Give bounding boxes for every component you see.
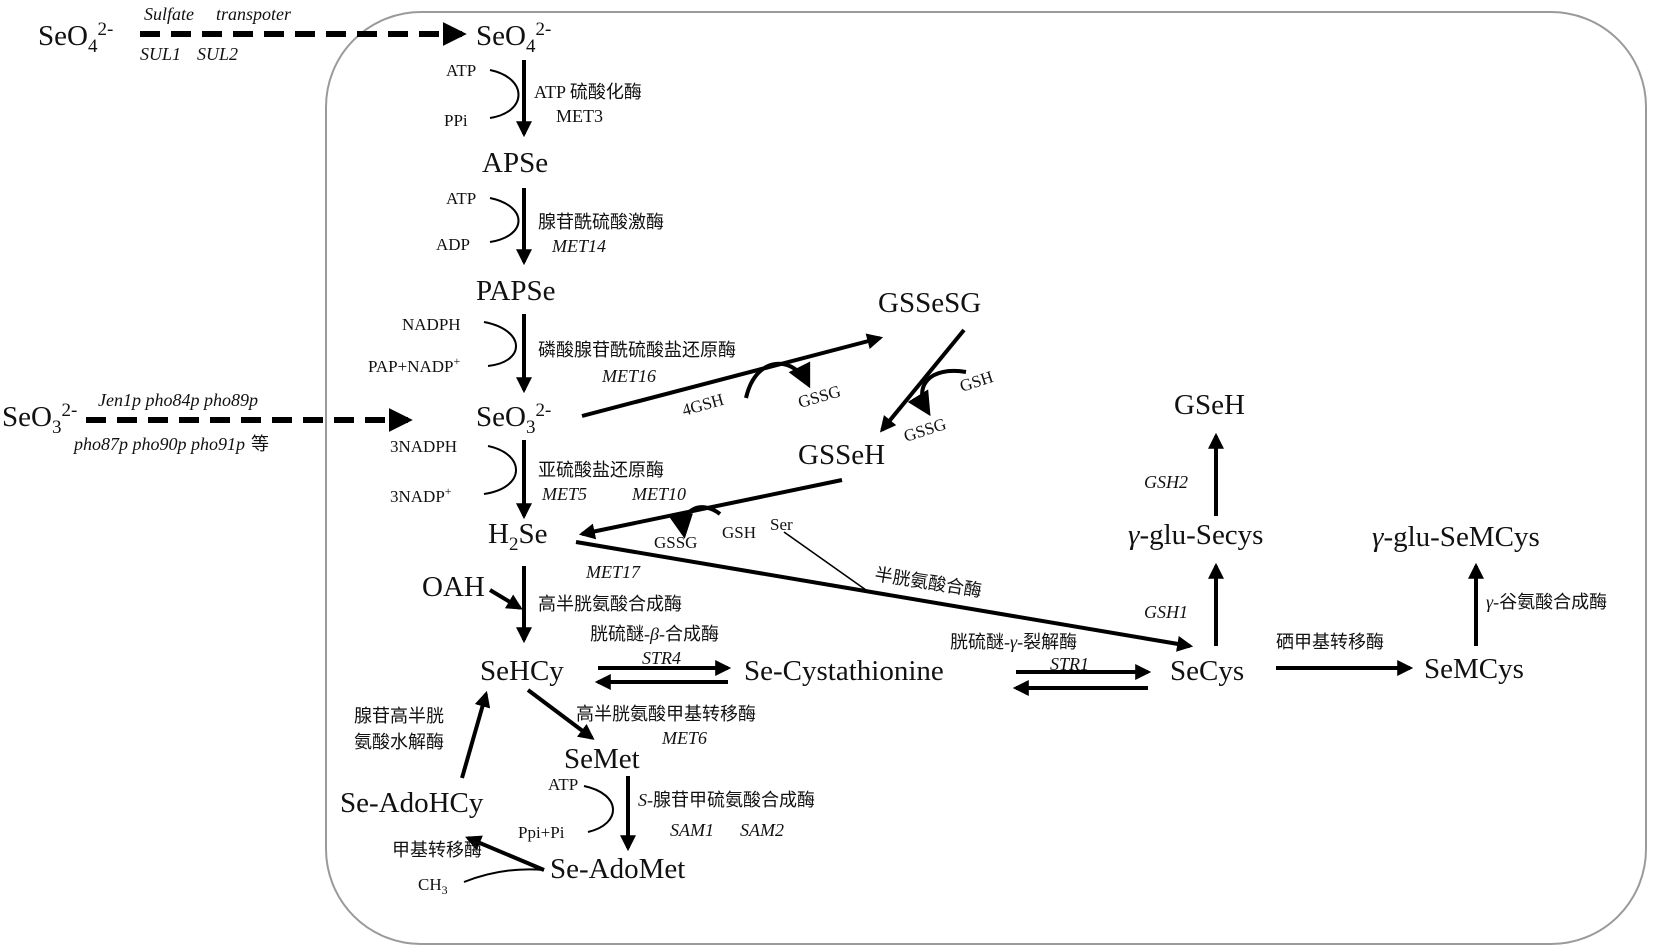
cofactor-ser: Ser xyxy=(770,515,793,534)
h2se-to-secys-arrow xyxy=(575,540,1194,652)
reaction-arrows xyxy=(86,22,1484,883)
selenite-transporter-genes-1: Jen1p pho84p pho89p xyxy=(98,390,258,410)
gssesg-to-gsseh-arrow xyxy=(879,328,966,433)
cofactor-gsh-2: GSH xyxy=(722,523,756,542)
cofactor-3nadph: 3NADPH xyxy=(390,437,457,456)
seo3-to-gssesg-arrow xyxy=(581,333,884,418)
enzyme-selenocysteine-methyltransferase: 硒甲基转移酶 xyxy=(1276,632,1384,652)
cofactor-adp: ADP xyxy=(436,235,470,254)
gene-gsh1: GSH1 xyxy=(1144,602,1188,622)
cofactor-gssg-2: GSSG xyxy=(901,414,948,446)
semet: SeMet xyxy=(564,743,640,775)
gene-met3: MET3 xyxy=(556,106,603,126)
cofactor-ppi: PPi xyxy=(444,111,468,130)
papse: PAPSe xyxy=(476,275,556,307)
enzyme-cystathionine-gamma-lyase: 胱硫醚-γ-裂解酶 xyxy=(950,632,1077,652)
cell-boundary xyxy=(325,11,1647,945)
gene-met6: MET6 xyxy=(661,728,707,748)
enzymes: ATP 硫酸化酶 MET3 腺苷酰硫酸激酶 MET14 磷酸腺苷酰硫酸盐还原酶 … xyxy=(354,82,1607,860)
cofactor-atp-1: ATP xyxy=(446,61,476,80)
gene-met5: MET5 xyxy=(541,484,587,504)
atp-adp-curve xyxy=(489,197,520,243)
gene-sam1: SAM1 xyxy=(670,820,714,840)
enzyme-homocysteine-methyltransferase: 高半胱氨酸甲基转移酶 xyxy=(576,704,756,724)
cofactor-atp-3: ATP xyxy=(548,775,578,794)
gene-sam2: SAM2 xyxy=(740,820,784,840)
semcys: SeMCys xyxy=(1424,653,1524,685)
enzyme-sam-synthetase: S-腺苷甲硫氨酸合成酶 xyxy=(638,790,815,810)
nadph-pap-curve xyxy=(483,321,517,367)
se-adomet: Se-AdoMet xyxy=(550,853,685,885)
gsh-gssg-curve-2 xyxy=(907,368,967,417)
enzyme-atp-sulfurylase: ATP 硫酸化酶 xyxy=(534,82,642,102)
compounds: SeO42- SeO42- APSe PAPSe SeO32- SeO32- H… xyxy=(2,19,1540,885)
enzyme-methyltransferase: 甲基转移酶 xyxy=(392,840,482,860)
atp-ppi-pi-curve xyxy=(583,785,614,833)
gsseh-to-h2se-arrow xyxy=(578,478,843,540)
gene-met14: MET14 xyxy=(551,236,606,256)
cofactor-3nadp: 3NADP+ xyxy=(390,484,452,506)
seo4-inside: SeO42- xyxy=(476,19,551,57)
cofactor-gssg-1: GSSG xyxy=(796,382,843,412)
h2se: H2Se xyxy=(488,518,547,555)
secys: SeCys xyxy=(1170,655,1244,687)
enzyme-gamma-glutamyl-synthase: γ-谷氨酸合成酶 xyxy=(1486,592,1607,612)
enzyme-sulfite-reductase: 亚硫酸盐还原酶 xyxy=(538,460,664,480)
seo3-outside: SeO32- xyxy=(2,400,77,438)
enzyme-aps-kinase: 腺苷酰硫酸激酶 xyxy=(538,212,664,232)
sehcy-to-semet-arrow xyxy=(526,688,595,740)
enzyme-homocysteine-synthase: 高半胱氨酸合成酶 xyxy=(538,594,682,614)
gsseh: GSSeH xyxy=(798,439,885,471)
gene-met10: MET10 xyxy=(631,484,686,504)
seo3-inside: SeO32- xyxy=(476,400,551,438)
oah-input-arrow xyxy=(488,588,523,610)
gseh: GSeH xyxy=(1174,389,1245,421)
seo4-outside: SeO42- xyxy=(38,19,113,57)
atp-ppi-curve xyxy=(489,69,520,119)
se-adohcy: Se-AdoHCy xyxy=(340,787,484,819)
gene-str4: STR4 xyxy=(642,648,681,668)
gsh-gssg-curve-3 xyxy=(669,505,722,539)
adomet-to-adohcy-arrow xyxy=(465,835,545,872)
cofactor-4gsh: 4GSH xyxy=(680,390,726,420)
enzyme-adohcy-hydrolase-line2: 氨酸水解酶 xyxy=(354,732,444,752)
ser-input-line xyxy=(783,531,867,591)
cofactor-nadph: NADPH xyxy=(402,315,461,334)
ch3-curve xyxy=(463,868,545,883)
adohcy-to-sehcy-arrow xyxy=(460,690,491,779)
gssesg: GSSeSG xyxy=(878,287,981,319)
gene-str1: STR1 xyxy=(1050,654,1089,674)
se-cystathionine: Se-Cystathionine xyxy=(744,655,944,687)
cofactor-ch3: CH3 xyxy=(418,875,448,897)
gamma-glu-secys: γ-glu-Secys xyxy=(1128,519,1263,551)
gene-met16: MET16 xyxy=(601,366,656,386)
cofactor-pap-nadp: PAP+NADP+ xyxy=(368,354,461,376)
enzyme-cystathionine-beta-synthase: 胱硫醚-β-合成酶 xyxy=(590,624,719,644)
gene-gsh2: GSH2 xyxy=(1144,472,1188,492)
cofactor-atp-2: ATP xyxy=(446,189,476,208)
nadph-nadp-curve xyxy=(483,445,517,495)
enzyme-adohcy-hydrolase-line1: 腺苷高半胱 xyxy=(354,706,444,726)
oah: OAH xyxy=(422,571,485,603)
gamma-glu-semcys: γ-glu-SeMCys xyxy=(1372,521,1540,553)
enzyme-paps-reductase: 磷酸腺苷酰硫酸盐还原酶 xyxy=(538,340,736,360)
sehcy: SeHCy xyxy=(480,655,564,687)
gene-met17: MET17 xyxy=(585,562,641,582)
cofactor-gssg-3: GSSG xyxy=(654,533,697,552)
cofactor-ppi-pi: Ppi+Pi xyxy=(518,823,565,842)
apse: APSe xyxy=(482,147,548,179)
gsh-gssg-curve-1 xyxy=(744,361,811,399)
